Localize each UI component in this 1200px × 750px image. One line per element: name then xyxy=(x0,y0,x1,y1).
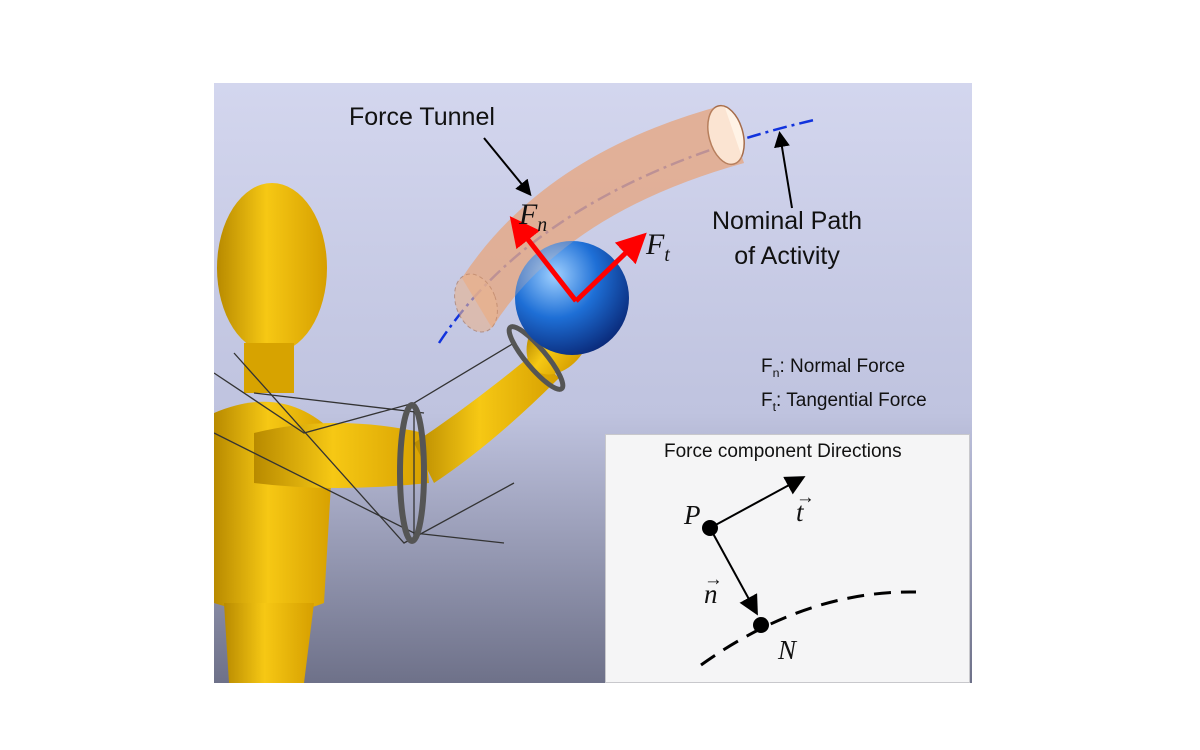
legend-fn-symbol: F xyxy=(761,356,773,377)
inset-point-n xyxy=(753,617,769,633)
mannequin-leg xyxy=(224,603,314,683)
fn-label: Fn xyxy=(519,198,547,237)
legend-fn-text: : Normal Force xyxy=(779,356,905,377)
nominal-path-label: Nominal Path of Activity xyxy=(712,204,862,274)
ft-label-sub: t xyxy=(664,245,669,266)
fn-label-symbol: F xyxy=(519,198,537,231)
legend-tangential-force: Ft: Tangential Force xyxy=(761,387,927,421)
force-tunnel-figure: Force Tunnel Nominal Path of Activity Fn… xyxy=(214,83,972,683)
force-tunnel-label: Force Tunnel xyxy=(349,103,495,132)
ft-label: Ft xyxy=(646,228,670,267)
inset-label-n-text: n xyxy=(704,579,718,610)
legend-ft-symbol: F xyxy=(761,390,773,411)
inset-label-n-vector: n xyxy=(704,579,718,610)
inset-label-t-text: t xyxy=(796,497,804,528)
force-legend: Fn: Normal Force Ft: Tangential Force xyxy=(761,353,927,421)
mannequin-head xyxy=(217,183,327,353)
nominal-path-label-line2: of Activity xyxy=(712,239,862,274)
fn-label-sub: n xyxy=(537,215,547,236)
mannequin-neck xyxy=(244,343,294,393)
inset-label-t: t xyxy=(796,497,804,528)
inset-t-vector xyxy=(710,478,802,528)
nominal-path-label-line1: Nominal Path xyxy=(712,204,862,239)
legend-normal-force: Fn: Normal Force xyxy=(761,353,927,387)
inset-point-p xyxy=(702,520,718,536)
ft-label-symbol: F xyxy=(646,228,664,261)
legend-ft-text: : Tangential Force xyxy=(776,390,927,411)
inset-title: Force component Directions xyxy=(664,441,902,463)
inset-label-p: P xyxy=(684,500,701,531)
inset-nominal-path xyxy=(701,592,916,665)
force-directions-inset: Force component Directions P t n N xyxy=(605,434,970,683)
inset-label-N: N xyxy=(778,635,796,666)
